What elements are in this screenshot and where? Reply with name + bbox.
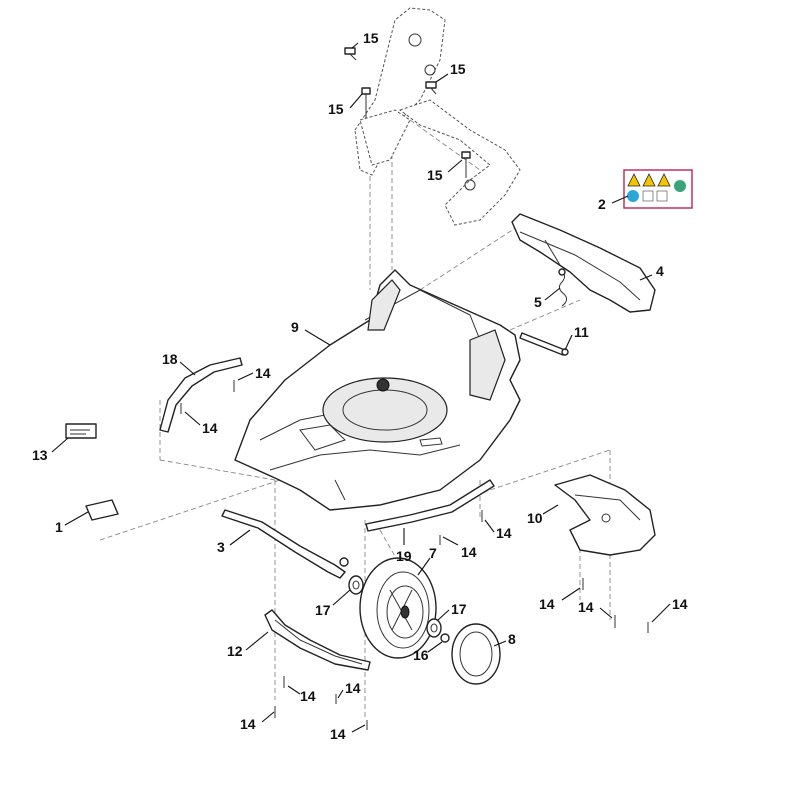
info-circle-icon — [627, 190, 639, 202]
bolt-left — [361, 87, 371, 118]
callout-14-c: 14 — [461, 544, 477, 560]
trim-strip-18 — [159, 357, 243, 433]
callout-4: 4 — [656, 263, 664, 279]
callout-19: 19 — [396, 548, 412, 564]
handle-assembly — [354, 7, 521, 226]
bolt-group-15 — [344, 47, 471, 178]
bolt-right — [425, 81, 437, 95]
callout-14-i: 14 — [345, 680, 361, 696]
callout-14-j: 14 — [240, 716, 256, 732]
callout-9: 9 — [291, 319, 299, 335]
callout-14-h: 14 — [300, 688, 316, 704]
callout-16: 16 — [413, 647, 429, 663]
rod-part — [519, 332, 569, 356]
plate-part — [85, 499, 119, 521]
callout-10: 10 — [527, 510, 543, 526]
callout-2: 2 — [598, 196, 606, 212]
callout-14-d: 14 — [496, 525, 512, 541]
callout-1: 1 — [55, 519, 63, 535]
bolt-top — [344, 47, 357, 61]
callout-17-left: 17 — [315, 602, 331, 618]
callout-14-a: 14 — [255, 365, 271, 381]
callout-14-e: 14 — [539, 596, 555, 612]
nameplate-label — [65, 423, 97, 439]
callout-8: 8 — [508, 631, 516, 647]
protection-circle-icon — [674, 180, 686, 192]
bushing-left — [348, 575, 364, 595]
axle-part — [221, 509, 349, 579]
screw-group-14 — [180, 380, 649, 730]
mower-deck — [234, 269, 521, 511]
callout-17-right: 17 — [451, 601, 467, 617]
callout-14-f: 14 — [578, 599, 594, 615]
callout-18: 18 — [162, 351, 178, 367]
callout-3: 3 — [217, 539, 225, 555]
nut-part — [440, 633, 450, 643]
spring-part — [558, 268, 568, 307]
front-bumper — [264, 609, 371, 671]
callout-labels: 15 15 15 15 2 4 5 9 11 18 14 14 13 1 3 1… — [32, 30, 688, 742]
warning-label — [623, 169, 693, 209]
callout-14-g: 14 — [672, 596, 688, 612]
callout-13: 13 — [32, 447, 48, 463]
callout-15-left: 15 — [328, 101, 344, 117]
leader-lines — [51, 42, 671, 733]
callout-5: 5 — [534, 294, 542, 310]
wheel-part — [359, 557, 437, 659]
hub-cap — [451, 623, 501, 685]
rear-cover — [511, 213, 656, 313]
trim-strip-19 — [365, 479, 495, 532]
bushing-right — [426, 618, 442, 638]
callout-14-b: 14 — [202, 420, 218, 436]
bolt-lower — [461, 151, 471, 178]
callout-15-lower: 15 — [427, 167, 443, 183]
callout-14-k: 14 — [330, 726, 346, 742]
callout-15-right: 15 — [450, 61, 466, 77]
callout-7: 7 — [429, 545, 437, 561]
callout-11: 11 — [574, 324, 589, 340]
warning-triangles-icon — [627, 173, 671, 187]
callout-15-top: 15 — [363, 30, 379, 46]
callout-12: 12 — [227, 643, 243, 659]
side-deflector — [554, 474, 656, 556]
